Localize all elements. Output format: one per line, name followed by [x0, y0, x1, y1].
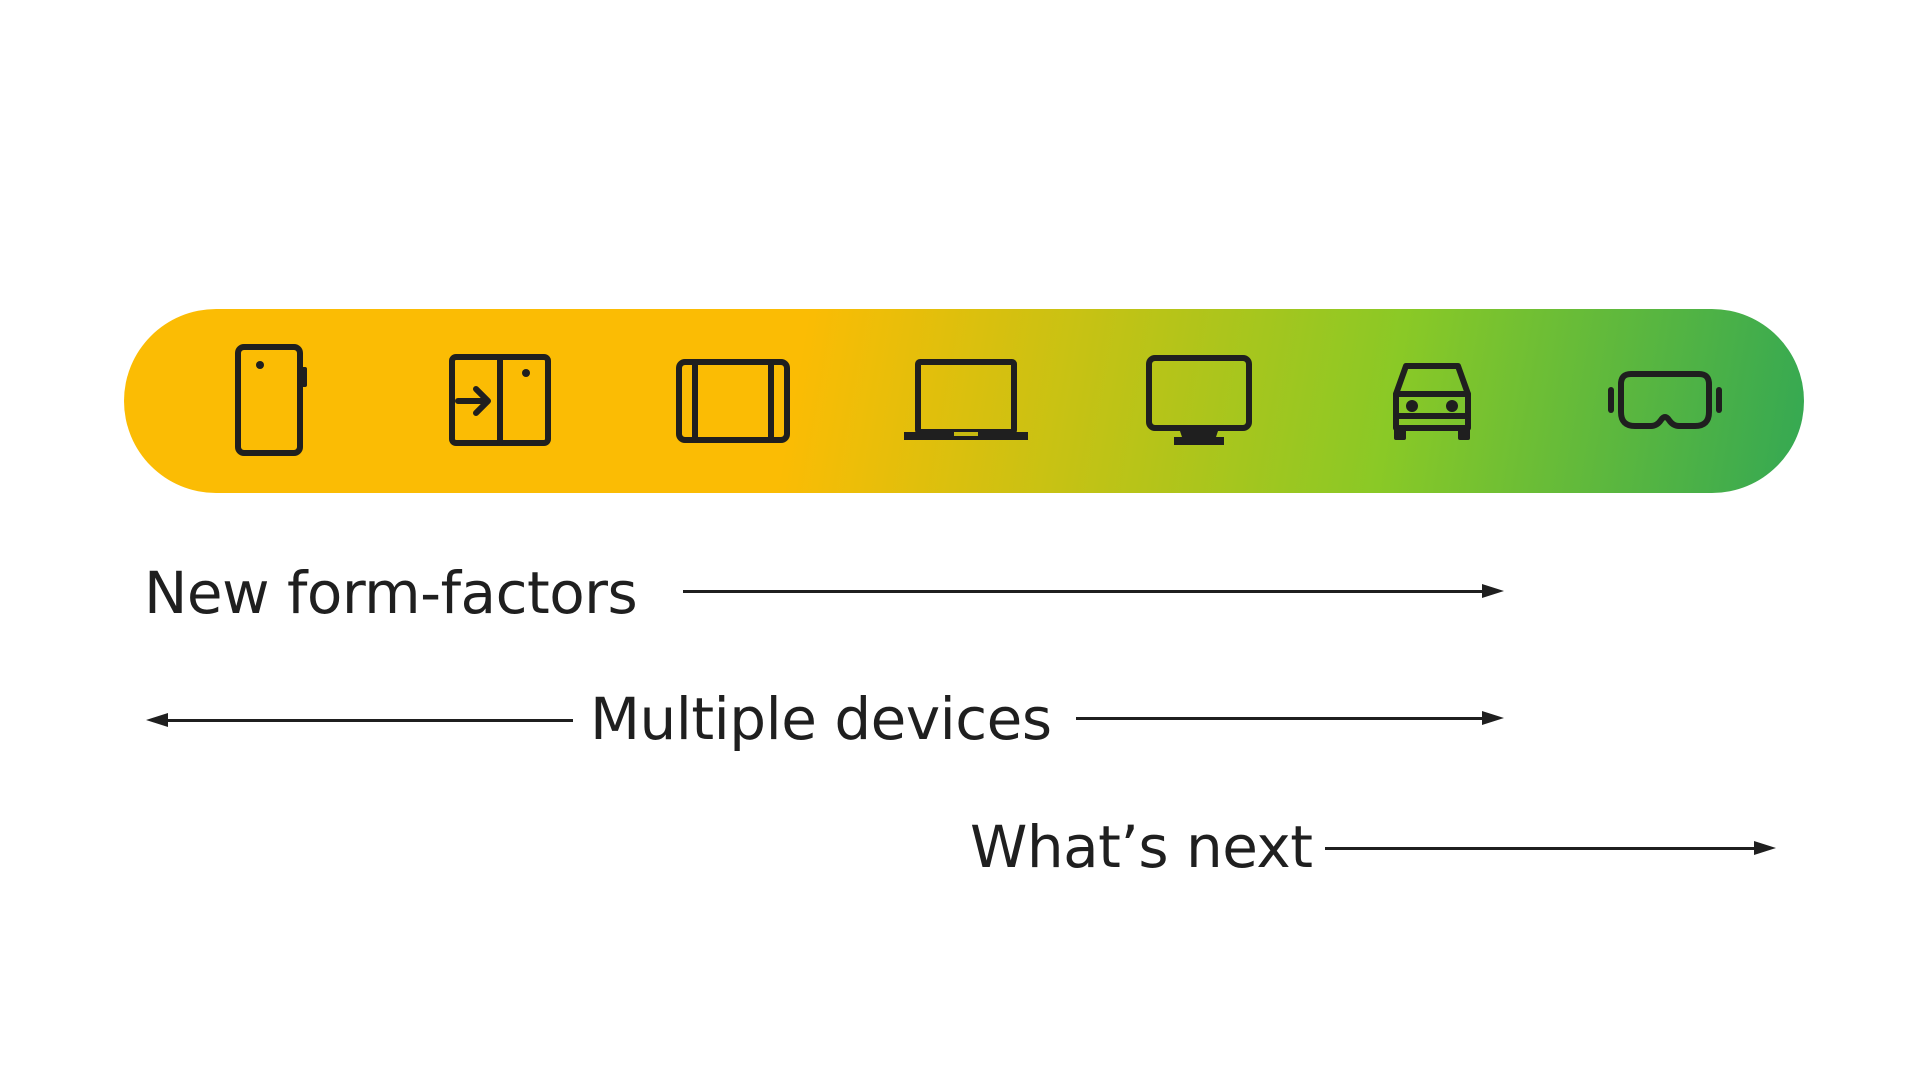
car-icon [1372, 309, 1492, 493]
multiple-devices-left-arrow-head [146, 713, 168, 727]
phone-icon [208, 309, 328, 493]
whats-next-arrow-line [1325, 847, 1755, 850]
whats-next-arrow-head [1754, 841, 1776, 855]
laptop-icon [904, 309, 1028, 493]
tablet-icon [673, 309, 793, 493]
new-form-factors-arrow-line [683, 590, 1483, 593]
new-form-factors-label: New form-factors [144, 559, 638, 627]
device-gradient-bar [124, 309, 1804, 493]
multiple-devices-left-arrow-line [166, 719, 573, 722]
new-form-factors-arrow-head [1482, 584, 1504, 598]
xr-headset-icon [1605, 309, 1725, 493]
multiple-devices-right-arrow-line [1076, 717, 1484, 720]
desktop-monitor-icon [1139, 309, 1259, 493]
foldable-icon [441, 309, 561, 493]
whats-next-label: What’s next [970, 813, 1313, 881]
multiple-devices-right-arrow-head [1482, 711, 1504, 725]
multiple-devices-label: Multiple devices [590, 685, 1052, 753]
